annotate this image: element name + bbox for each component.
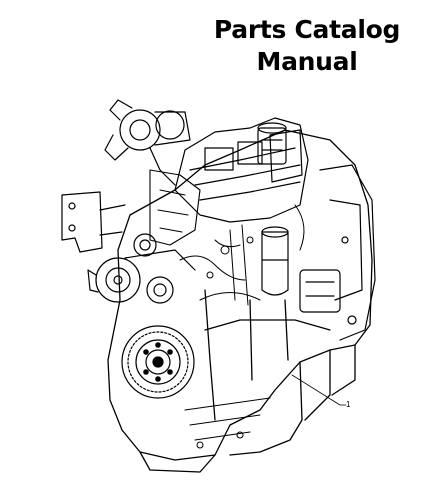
exhaust-manifold	[149, 169, 201, 246]
callout-label: 1	[346, 400, 351, 409]
fuel-filter	[257, 122, 289, 296]
callout-leader	[291, 374, 347, 406]
cylinder-head	[174, 117, 309, 223]
crankshaft-pulley	[121, 325, 195, 399]
flywheel-housing	[299, 164, 376, 341]
mounting-bracket	[61, 191, 126, 253]
front-accessories	[87, 233, 196, 304]
title-line-2: Manual	[256, 47, 358, 76]
page-title: Parts Catalog Manual	[196, 14, 418, 78]
turbocharger	[104, 99, 191, 186]
title-line-1: Parts Catalog	[213, 15, 401, 44]
pipes	[179, 204, 305, 306]
engine-block	[107, 129, 373, 473]
oil-pan	[184, 397, 271, 449]
